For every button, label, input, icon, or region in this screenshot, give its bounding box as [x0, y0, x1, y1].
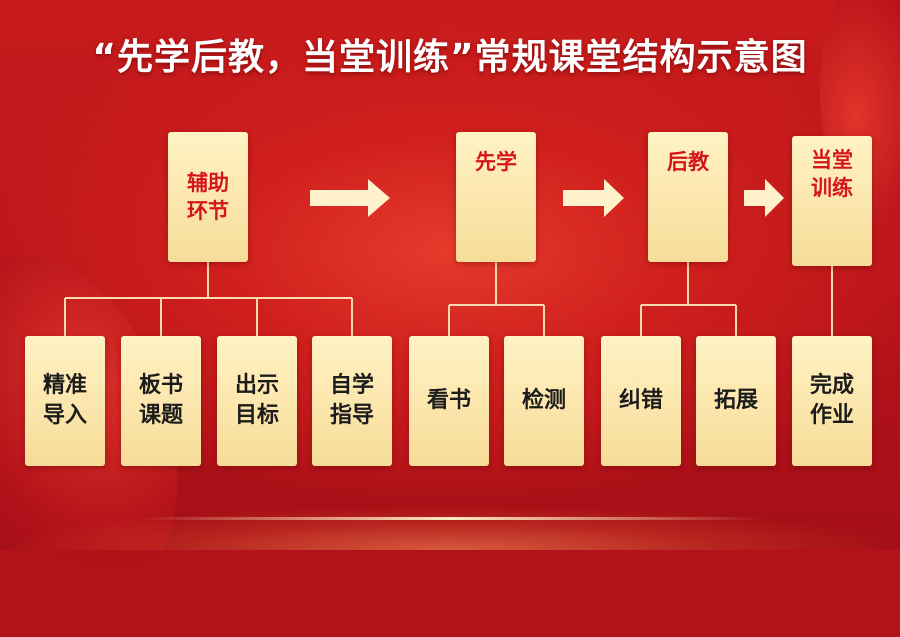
- arrow-right-icon: [310, 179, 390, 217]
- node-step-8: 拓展: [696, 336, 776, 466]
- node-step-9: 完成 作业: [792, 336, 872, 466]
- diagram-title: “先学后教，当堂训练”常规课堂结构示意图: [92, 37, 808, 78]
- arrow-right-icon: [563, 179, 624, 217]
- node-step-2: 板书 课题: [121, 336, 201, 466]
- node-teach-after-label: 后教: [667, 150, 709, 174]
- node-step-7-label: 纠错: [618, 388, 663, 414]
- node-step-6: 检测: [504, 336, 584, 466]
- node-teach-after: 后教: [648, 132, 728, 262]
- node-step-1: 精准 导入: [25, 336, 105, 466]
- node-practice: 当堂 训练: [792, 136, 872, 266]
- node-learn-first: 先学: [456, 132, 536, 262]
- node-step-6-label: 检测: [521, 388, 566, 414]
- floor-light-line: [140, 517, 760, 520]
- node-step-4: 自学 指导: [312, 336, 392, 466]
- node-step-8-label: 拓展: [713, 388, 758, 414]
- node-step-1-label: 精准 导入: [42, 373, 87, 428]
- node-step-4-label: 自学 指导: [329, 373, 374, 428]
- node-step-5: 看书: [409, 336, 489, 466]
- node-practice-label: 当堂 训练: [811, 148, 853, 201]
- node-auxiliary: 辅助 环节: [168, 132, 248, 262]
- node-auxiliary-label: 辅助 环节: [187, 170, 229, 223]
- node-step-2-label: 板书 课题: [138, 373, 183, 428]
- node-learn-first-label: 先学: [475, 150, 517, 174]
- node-step-7: 纠错: [601, 336, 681, 466]
- connector-layer: [64, 179, 833, 336]
- node-step-3-label: 出示 目标: [234, 373, 279, 428]
- node-step-3: 出示 目标: [217, 336, 297, 466]
- node-step-9-label: 完成 作业: [809, 373, 854, 428]
- node-step-5-label: 看书: [426, 388, 471, 414]
- arrow-right-icon: [744, 179, 784, 217]
